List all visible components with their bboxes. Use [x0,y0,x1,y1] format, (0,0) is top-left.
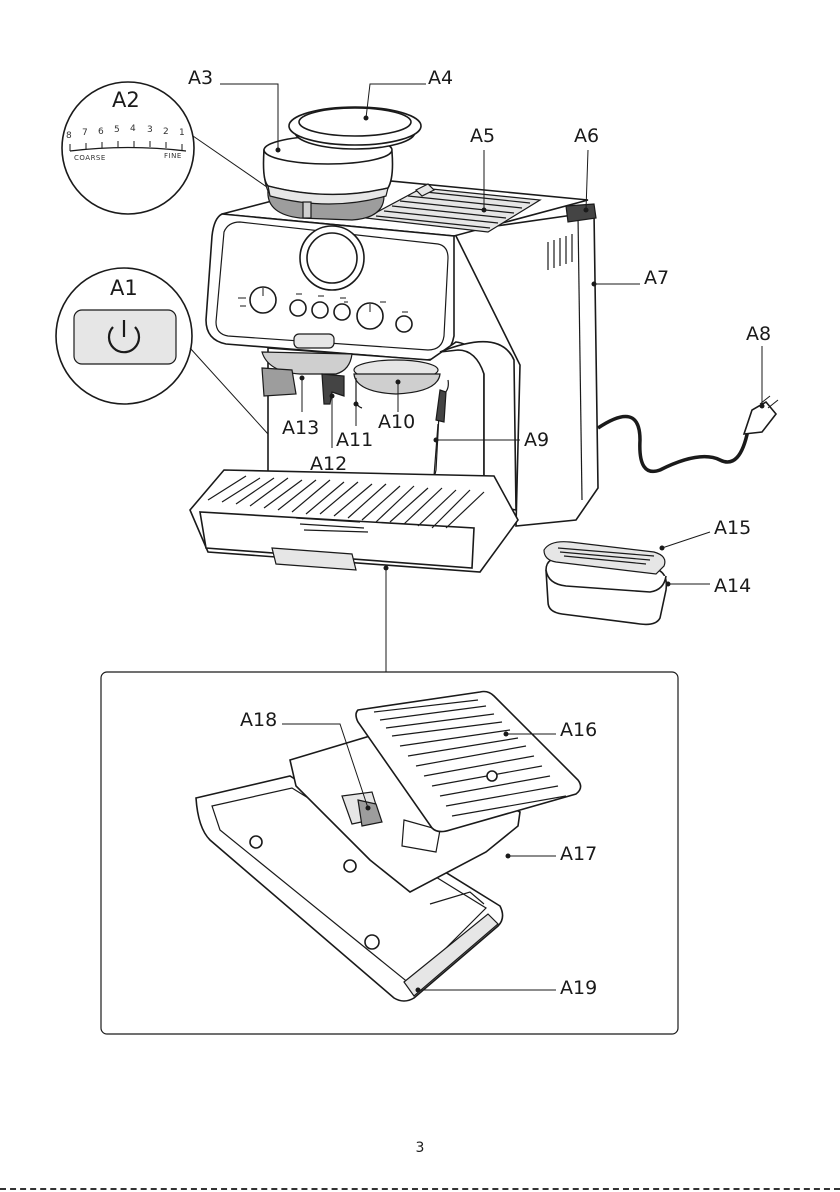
label-a14: A14 [714,575,751,597]
scale-number: 1 [179,128,185,138]
label-a18: A18 [240,709,277,731]
label-a1: A1 [110,276,138,300]
label-a6: A6 [574,125,599,147]
label-a5: A5 [470,125,495,147]
bottom-rule [0,1188,840,1190]
label-a17: A17 [560,843,597,865]
scale-number: 5 [114,125,120,135]
filter-accessory [544,542,666,625]
label-a11: A11 [336,429,373,451]
scale-number: 7 [82,128,88,138]
label-a15: A15 [714,517,751,539]
label-a10: A10 [378,411,415,433]
label-a2: A2 [112,88,140,112]
label-a4: A4 [428,67,453,89]
scale-number: 6 [98,127,104,137]
power-cord [598,396,778,471]
page-number: 3 [0,1140,840,1156]
label-a9: A9 [524,429,549,451]
fine-label: FINE [164,152,182,160]
coarse-label: COARSE [74,154,106,162]
grind-scale-callout: A2 8 7 6 5 4 3 2 1 COARSE FINE [62,82,194,214]
label-a13: A13 [282,417,319,439]
label-a12: A12 [310,453,347,475]
label-a16: A16 [560,719,597,741]
scale-number: 2 [163,127,169,137]
power-button-callout: A1 [56,268,192,404]
label-a7: A7 [644,267,669,289]
label-a8: A8 [746,323,771,345]
scale-number: 8 [66,131,72,141]
scale-number: 3 [147,125,153,135]
label-a3: A3 [188,67,213,89]
scale-number: 4 [130,124,136,134]
label-a19: A19 [560,977,597,999]
